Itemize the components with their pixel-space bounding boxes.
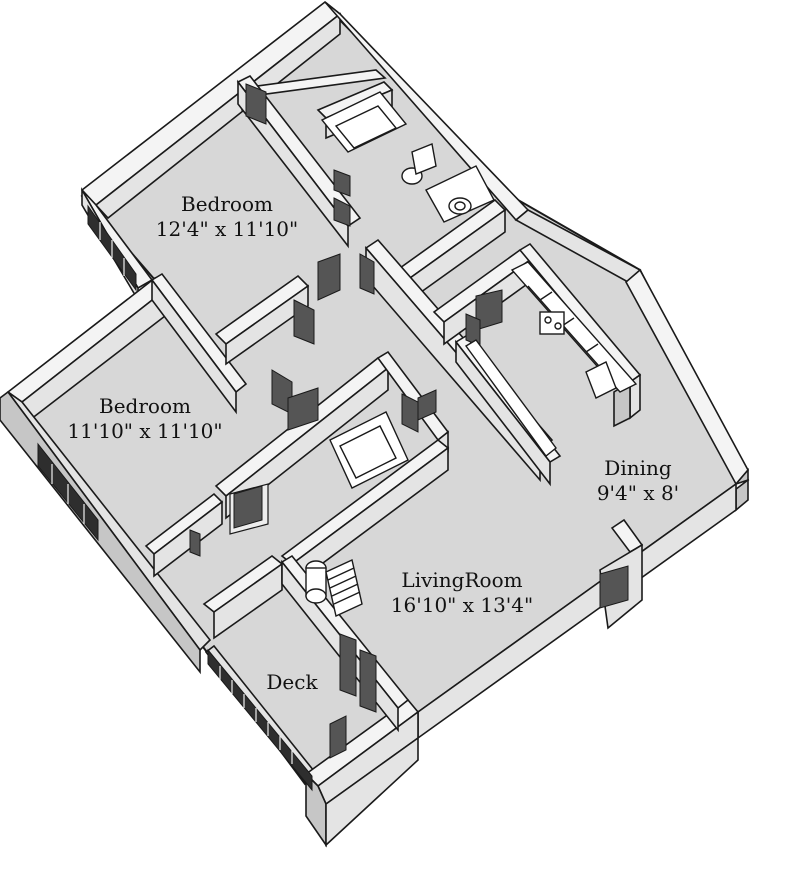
bathtub-2 bbox=[329, 411, 409, 489]
bedroom-2-label: Bedroom 11'10" x 11'10" bbox=[67, 394, 222, 444]
bathtub-1 bbox=[320, 91, 408, 153]
windows bbox=[37, 204, 137, 542]
kitchen-counter bbox=[510, 261, 638, 393]
deck-railing bbox=[207, 648, 313, 792]
stairs bbox=[325, 559, 363, 617]
living-room-label: LivingRoom 16'10" x 13'4" bbox=[391, 568, 533, 618]
kitchen bbox=[464, 261, 638, 458]
bathroom-2-fixtures bbox=[305, 411, 409, 604]
doors bbox=[189, 83, 629, 759]
bedroom-2-name: Bedroom bbox=[99, 394, 191, 418]
bedroom-1-name: Bedroom bbox=[181, 192, 273, 216]
stove bbox=[539, 311, 565, 335]
bathroom-1-fixtures bbox=[320, 91, 495, 223]
bedroom-1-size: 12'4" x 11'10" bbox=[155, 217, 299, 241]
living-room-size: 16'10" x 13'4" bbox=[390, 593, 534, 617]
bedroom-1-label: Bedroom 12'4" x 11'10" bbox=[156, 192, 298, 242]
living-room-name: LivingRoom bbox=[401, 568, 523, 592]
sink-1 bbox=[448, 197, 472, 215]
peninsula-counter bbox=[464, 339, 557, 458]
dining-name: Dining bbox=[604, 456, 672, 480]
dining-size: 9'4" x 8' bbox=[596, 481, 680, 505]
deck-name: Deck bbox=[266, 670, 318, 694]
refrigerator bbox=[585, 361, 617, 399]
vanity-1 bbox=[425, 165, 495, 223]
deck-label: Deck bbox=[266, 670, 317, 695]
bedroom-2-size: 11'10" x 11'10" bbox=[67, 419, 223, 443]
dining-label: Dining 9'4" x 8' bbox=[597, 456, 679, 506]
